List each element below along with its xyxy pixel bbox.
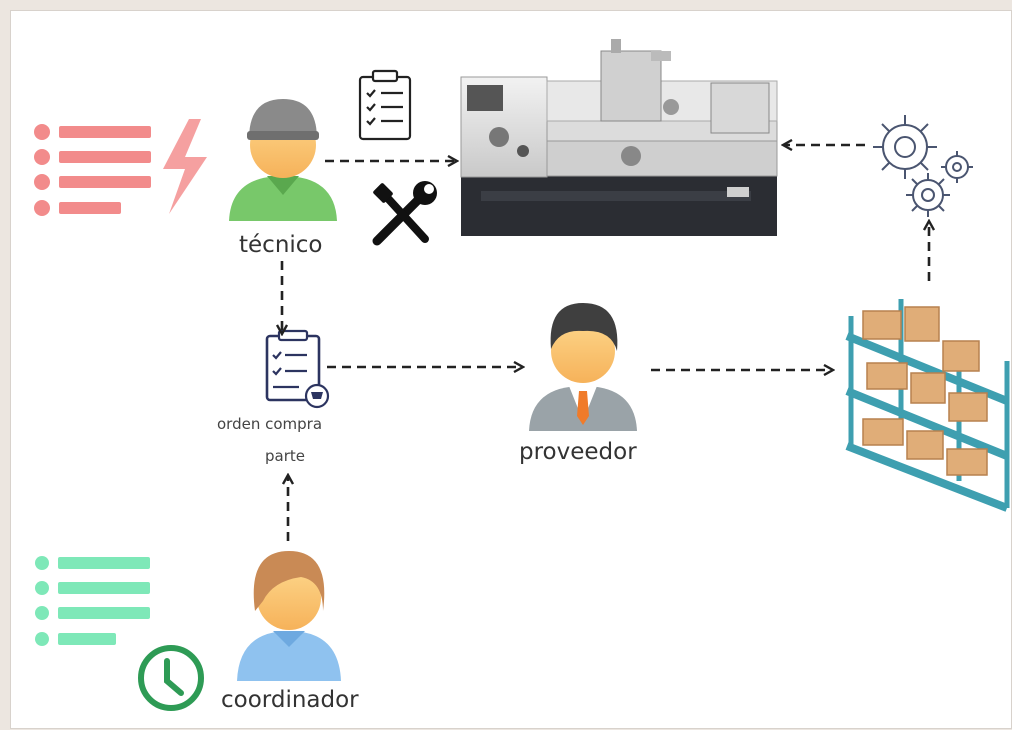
lathe-machine-icon	[460, 39, 778, 236]
coordinador-label: coordinador	[221, 687, 359, 713]
gears-icon	[873, 115, 973, 217]
coordinador-person-icon	[237, 551, 341, 681]
flow-arrows	[282, 145, 929, 541]
schedule-list-icon	[35, 556, 150, 646]
purchase-order-icon	[265, 329, 330, 409]
orden-label-line1: orden compra	[217, 415, 323, 433]
lightning-icon	[163, 119, 207, 214]
alert-list-icon	[34, 124, 151, 216]
orden-label-line2: parte	[265, 447, 305, 465]
warehouse-shelves-icon	[845, 299, 1010, 512]
clock-icon	[138, 645, 204, 711]
proveedor-label: proveedor	[519, 439, 637, 465]
workflow-diagram	[34, 39, 1010, 711]
tecnico-label: técnico	[239, 232, 323, 258]
diagram-canvas: técnico orden compra parte proveedor coo…	[10, 10, 1012, 729]
proveedor-person-icon	[529, 303, 637, 431]
tecnico-person-icon	[229, 99, 337, 221]
checklist-clipboard-icon	[358, 69, 412, 141]
wrench-screwdriver-icon	[372, 181, 437, 246]
